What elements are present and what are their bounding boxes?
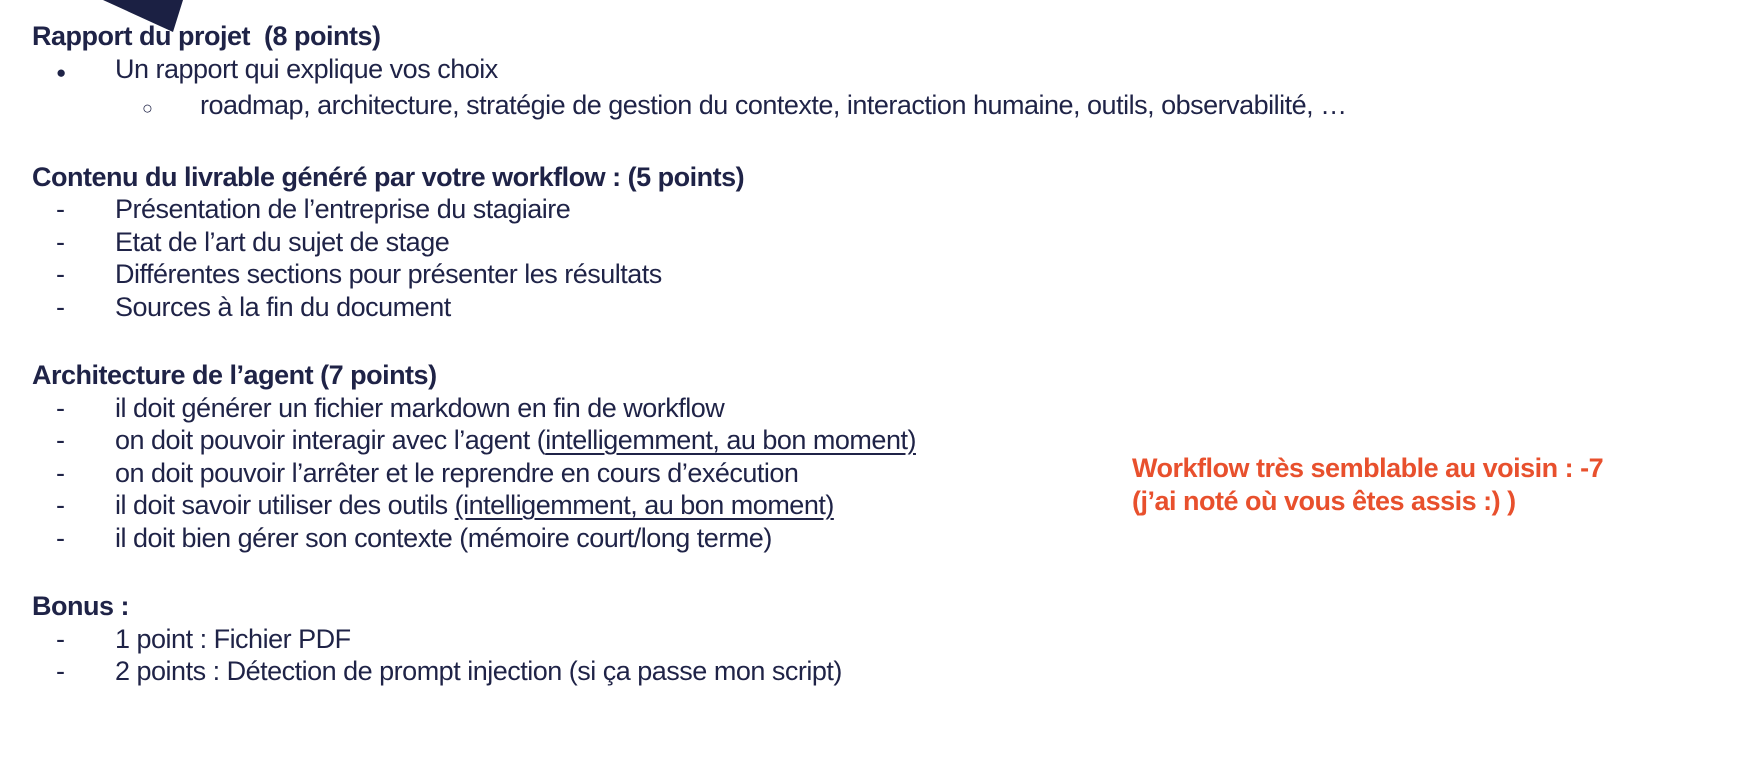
- list-item: - 1 point : Fichier PDF: [32, 623, 1703, 656]
- item-list: - 1 point : Fichier PDF - 2 points : Dét…: [32, 623, 1703, 688]
- corner-triangle-decoration: [103, 0, 183, 32]
- item-list: ● Un rapport qui explique vos choix ○ ro…: [32, 53, 1703, 125]
- list-item-text: Un rapport qui explique vos choix: [115, 53, 498, 84]
- dash-marker: -: [56, 656, 65, 686]
- list-item: - Présentation de l’entreprise du stagia…: [32, 193, 1703, 226]
- underlined-text: intelligemment, au bon moment): [545, 425, 916, 455]
- bullet-disc-icon: ●: [56, 62, 66, 82]
- section-heading: Rapport du projet (8 points): [32, 21, 381, 51]
- dash-marker: -: [56, 259, 65, 289]
- bullet-circle-icon: ○: [142, 98, 153, 118]
- list-item-text: Sources à la fin du document: [115, 291, 451, 322]
- list-item-text: 2 points : Détection de prompt injection…: [115, 656, 842, 686]
- list-item: - il doit bien gérer son contexte (mémoi…: [32, 522, 1703, 555]
- list-item-text-prefix: on doit pouvoir interagir avec l’agent (: [115, 425, 546, 455]
- list-item: - Différentes sections pour présenter le…: [32, 258, 1703, 291]
- list-item: - Etat de l’art du sujet de stage: [32, 226, 1703, 259]
- grader-comment-line1: Workflow très semblable au voisin : -7: [1132, 453, 1604, 483]
- list-item-text: il doit savoir utiliser des outils (inte…: [115, 489, 1703, 522]
- list-item-text: Présentation de l’entreprise du stagiair…: [115, 194, 571, 224]
- dash-marker: -: [56, 226, 65, 257]
- dash-marker: -: [56, 623, 65, 654]
- list-item-text-prefix: il doit savoir utiliser des outils: [115, 490, 455, 520]
- list-item: - il doit savoir utiliser des outils (in…: [32, 489, 1703, 522]
- dash-marker: -: [56, 392, 65, 423]
- section-heading: Bonus :: [32, 591, 130, 621]
- list-item: - il doit générer un fichier markdown en…: [32, 392, 1703, 425]
- list-item-text: on doit pouvoir interagir avec l’agent (…: [115, 424, 1703, 457]
- list-item-text: 1 point : Fichier PDF: [115, 623, 351, 654]
- section-contenu-du-livrable: Contenu du livrable généré par votre wor…: [32, 161, 1703, 324]
- dash-marker: -: [56, 425, 65, 455]
- list-item-text: Etat de l’art du sujet de stage: [115, 226, 450, 257]
- dash-marker: -: [56, 490, 65, 520]
- list-item-text: roadmap, architecture, stratégie de gest…: [200, 90, 1347, 120]
- dash-marker: -: [56, 457, 65, 488]
- section-heading: Contenu du livrable généré par votre wor…: [32, 161, 745, 192]
- item-list: - il doit générer un fichier markdown en…: [32, 392, 1703, 555]
- list-item-text: il doit générer un fichier markdown en f…: [115, 392, 725, 423]
- section-heading: Architecture de l’agent (7 points): [32, 360, 437, 390]
- list-item-text: on doit pouvoir l’arrêter et le reprendr…: [115, 457, 799, 488]
- underlined-text: (intelligemment, au bon moment): [454, 490, 835, 520]
- section-architecture-agent: Architecture de l’agent (7 points) - il …: [32, 359, 1703, 554]
- dash-marker: -: [56, 291, 65, 322]
- list-item: ○ roadmap, architecture, stratégie de ge…: [32, 89, 1703, 125]
- list-item: - Sources à la fin du document: [32, 291, 1703, 324]
- section-bonus: Bonus : - 1 point : Fichier PDF - 2 poin…: [32, 590, 1703, 688]
- rubric-content: Rapport du projet (8 points) ● Un rappor…: [32, 20, 1703, 724]
- grader-comment-line2: (j’ai noté où vous êtes assis :) ): [1132, 486, 1516, 516]
- list-item: ● Un rapport qui explique vos choix: [32, 53, 1703, 90]
- list-item-text: Différentes sections pour présenter les …: [115, 259, 662, 289]
- section-rapport-du-projet: Rapport du projet (8 points) ● Un rappor…: [32, 20, 1703, 125]
- dash-marker: -: [56, 522, 65, 553]
- list-item: - 2 points : Détection de prompt injecti…: [32, 655, 1703, 688]
- grader-comment: Workflow très semblable au voisin : -7 (…: [1132, 452, 1732, 518]
- list-item: - on doit pouvoir l’arrêter et le repren…: [32, 457, 1703, 490]
- dash-marker: -: [56, 194, 65, 224]
- list-item: - on doit pouvoir interagir avec l’agent…: [32, 424, 1703, 457]
- item-list: - Présentation de l’entreprise du stagia…: [32, 193, 1703, 323]
- list-item-text: il doit bien gérer son contexte (mémoire…: [115, 522, 772, 553]
